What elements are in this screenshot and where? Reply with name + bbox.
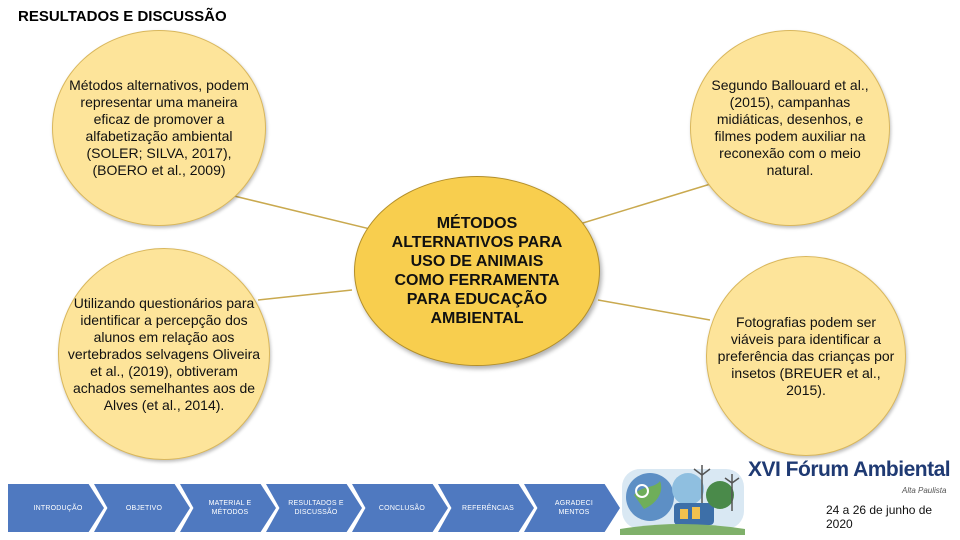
event-name: XVI Fórum Ambiental: [748, 458, 951, 481]
connector-bottom-left: [257, 289, 353, 301]
bubble-bottom-right-text: Fotografias podem ser viáveis para ident…: [717, 313, 895, 398]
forum-logo-icon: [620, 465, 745, 535]
nav-referencias[interactable]: REFERÊNCIAS: [438, 484, 534, 532]
connector-bottom-right: [597, 299, 711, 321]
center-topic-bubble: MÉTODOS ALTERNATIVOS PARA USO DE ANIMAIS…: [354, 176, 600, 366]
nav-material-metodos[interactable]: MATERIAL E MÉTODOS: [180, 484, 276, 532]
bubble-bottom-left-text: Utilizando questionários para identifica…: [67, 294, 261, 413]
nav-resultados-discussao[interactable]: RESULTADOS E DISCUSSÃO: [266, 484, 362, 532]
event-dates: 24 a 26 de junho de 2020: [826, 503, 933, 531]
event-location: Alta Paulista: [902, 486, 947, 495]
bubble-bottom-right: Fotografias podem ser viáveis para ident…: [706, 256, 906, 456]
section-nav: INTRODUÇÃO OBJETIVO MATERIAL E MÉTODOS R…: [8, 484, 620, 532]
bubble-top-right: Segundo Ballouard et al., (2015), campan…: [690, 30, 890, 226]
nav-objetivo[interactable]: OBJETIVO: [94, 484, 190, 532]
bubble-top-left: Métodos alternativos, podem representar …: [52, 30, 266, 226]
nav-agradecimentos[interactable]: AGRADECI MENTOS: [524, 484, 620, 532]
center-topic-text: MÉTODOS ALTERNATIVOS PARA USO DE ANIMAIS…: [391, 215, 563, 327]
page-title: RESULTADOS E DISCUSSÃO: [18, 8, 227, 25]
bubble-top-left-text: Métodos alternativos, podem representar …: [69, 77, 249, 178]
nav-introducao[interactable]: INTRODUÇÃO: [8, 484, 104, 532]
bubble-top-right-text: Segundo Ballouard et al., (2015), campan…: [711, 77, 869, 178]
nav-conclusao[interactable]: CONCLUSÃO: [352, 484, 448, 532]
bubble-bottom-left: Utilizando questionários para identifica…: [58, 248, 270, 460]
